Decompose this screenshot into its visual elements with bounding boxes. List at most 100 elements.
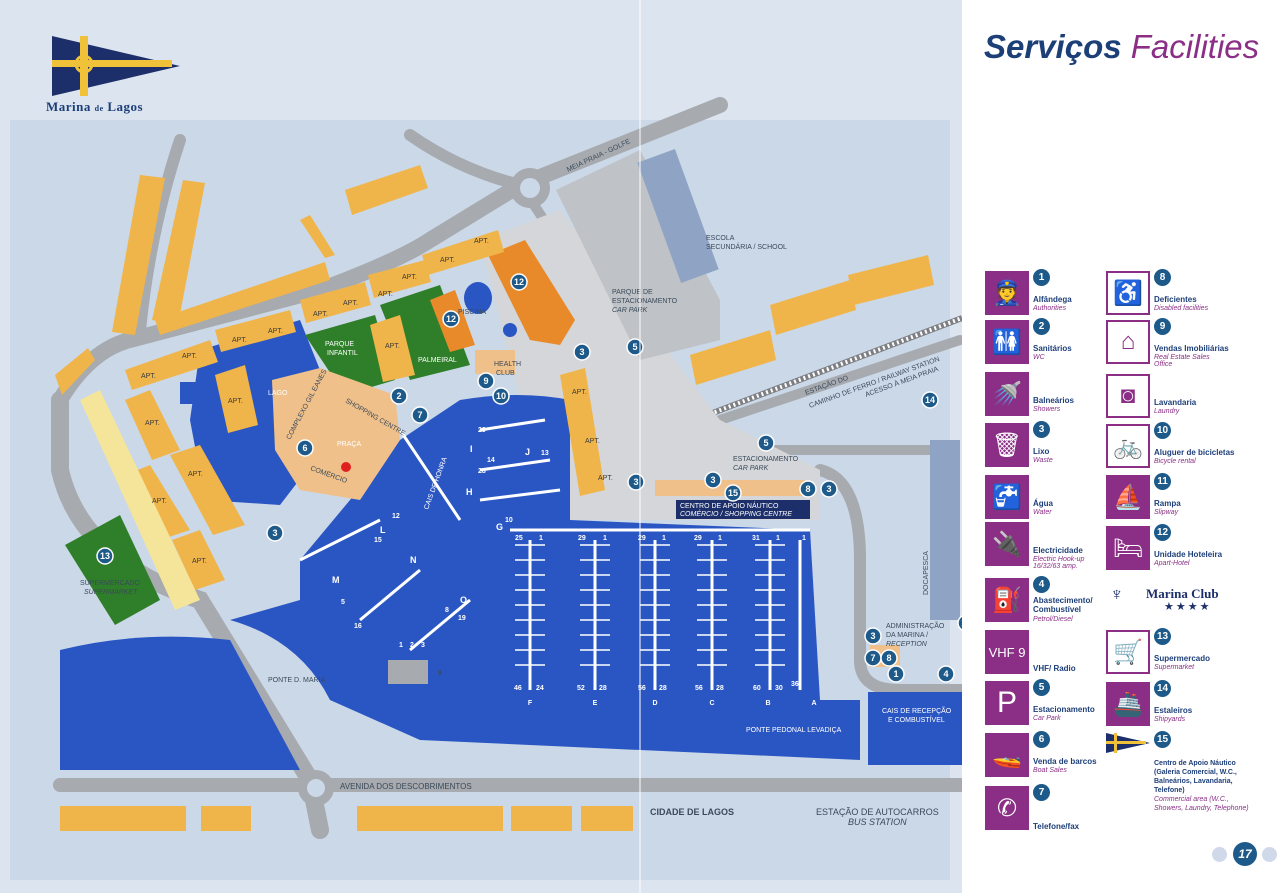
- svg-text:1: 1: [662, 535, 666, 542]
- svg-text:ESTACIONAMENTO: ESTACIONAMENTO: [733, 456, 799, 463]
- service-vhf: VHF 9 VHF/ Radio: [985, 630, 1135, 676]
- svg-text:12: 12: [514, 277, 524, 287]
- marina-club-icon: ♆: [1110, 584, 1124, 604]
- svg-text:1: 1: [603, 535, 607, 542]
- service-customs: 👮 1 Alfândega Authorities: [985, 269, 1135, 317]
- svg-text:29: 29: [478, 427, 486, 434]
- washing-machine-icon: ◙: [1106, 374, 1150, 418]
- svg-text:LAGO: LAGO: [268, 390, 288, 397]
- finger-pontoons: [515, 544, 785, 666]
- svg-text:APT.: APT.: [402, 274, 417, 281]
- marina-map: APT. APT. APT. APT. APT. APT. APT. APT. …: [10, 0, 962, 893]
- shower-icon: 🚿: [985, 372, 1029, 416]
- map-badge-6: 6: [296, 439, 314, 457]
- svg-text:PONTE PEDONAL LEVADIÇA: PONTE PEDONAL LEVADIÇA: [746, 727, 842, 734]
- services-title: Serviços Facilities: [984, 28, 1260, 65]
- map-badge-2: 2: [390, 387, 408, 405]
- pennant-flag-icon: [1106, 733, 1150, 753]
- shopping-cart-icon: 🛒: [1106, 630, 1150, 674]
- svg-text:CENTRO DE APOIO NÁUTICO: CENTRO DE APOIO NÁUTICO: [680, 501, 779, 510]
- svg-text:B: B: [765, 700, 770, 707]
- map-badge-3: 3: [573, 343, 591, 361]
- bicycle-icon: 🚲: [1106, 424, 1150, 468]
- service-toilets: 🚻 2 Sanitários WC: [985, 318, 1135, 366]
- svg-text:8: 8: [886, 653, 891, 663]
- svg-text:13: 13: [100, 551, 110, 561]
- svg-text:J: J: [525, 447, 530, 457]
- svg-text:46: 46: [514, 685, 522, 692]
- svg-text:36: 36: [791, 681, 799, 688]
- pontoon-labels: F E D C B A 25 1 29 1 29 1 29 1 31 1 1 4…: [332, 427, 817, 707]
- pennant-logo-icon: [52, 36, 180, 96]
- svg-text:15: 15: [728, 488, 738, 498]
- svg-text:31: 31: [752, 535, 760, 542]
- map-badge-8b: 8: [880, 649, 898, 667]
- svg-text:ESTACIONAMENTO: ESTACIONAMENTO: [612, 298, 678, 305]
- customs-officer-icon: 👮: [985, 271, 1029, 315]
- svg-text:COMÉRCIO / SHOPPING CENTRE: COMÉRCIO / SHOPPING CENTRE: [680, 509, 792, 518]
- service-hotel: 🛏 12 Unidade Hoteleira Apart-Hotel: [1106, 524, 1256, 572]
- svg-text:29: 29: [578, 535, 586, 542]
- svg-text:5: 5: [632, 342, 637, 352]
- hotel-bed-icon: 🛏: [1106, 526, 1150, 570]
- svg-text:4: 4: [943, 669, 948, 679]
- map-badge-12: 12: [510, 273, 528, 291]
- map-badge-4: 4: [937, 665, 955, 683]
- svg-text:28: 28: [659, 685, 667, 692]
- svg-text:DOCAPESCA: DOCAPESCA: [923, 551, 930, 595]
- map-badge-10: 10: [492, 387, 510, 405]
- svg-text:10: 10: [505, 517, 513, 524]
- real-estate-house-icon: ⌂: [1106, 320, 1150, 364]
- service-shipyards: 🚢 14 Estaleiros Shipyards: [1106, 680, 1256, 728]
- parking-icon: P: [985, 681, 1029, 725]
- svg-text:3: 3: [579, 347, 584, 357]
- svg-text:O: O: [460, 595, 467, 605]
- waste-bin-icon: 🗑: [985, 423, 1029, 467]
- svg-text:1: 1: [718, 535, 722, 542]
- svg-text:SUPERMERCADO: SUPERMERCADO: [80, 580, 140, 587]
- svg-text:28: 28: [716, 685, 724, 692]
- service-real-estate: ⌂ 9 Vendas Imobiliárias Real Estate Sale…: [1106, 318, 1256, 368]
- svg-text:APT.: APT.: [228, 398, 243, 405]
- svg-text:9: 9: [483, 376, 488, 386]
- toilets-icon: 🚻: [985, 320, 1029, 364]
- svg-text:14: 14: [925, 395, 935, 405]
- map-badge-3b: 3: [704, 471, 722, 489]
- svg-text:PARQUE: PARQUE: [325, 341, 354, 348]
- svg-text:E COMBUSTÍVEL: E COMBUSTÍVEL: [888, 715, 945, 724]
- svg-text:HEALTH: HEALTH: [494, 361, 521, 368]
- telephone-icon: ✆: [985, 786, 1029, 830]
- svg-text:3: 3: [870, 631, 875, 641]
- svg-text:52: 52: [577, 685, 585, 692]
- service-telephone: ✆ 7 Telefone/fax: [985, 784, 1135, 832]
- map-badge-3d: 3: [820, 480, 838, 498]
- svg-text:24: 24: [536, 685, 544, 692]
- svg-text:3: 3: [826, 484, 831, 494]
- wheelchair-icon: ♿: [1106, 271, 1150, 315]
- svg-text:ADMINISTRAÇÃO: ADMINISTRAÇÃO: [886, 621, 945, 630]
- fuel-pump-icon: ⛽: [985, 578, 1029, 622]
- svg-text:APT.: APT.: [188, 471, 203, 478]
- service-supermarket: 🛒 13 Supermercado Supermarket: [1106, 628, 1256, 676]
- svg-text:PISCINA: PISCINA: [458, 309, 486, 316]
- svg-text:13: 13: [541, 450, 549, 457]
- svg-text:SECUNDÁRIA / SCHOOL: SECUNDÁRIA / SCHOOL: [706, 242, 787, 251]
- map-badge-12b: 12: [442, 310, 460, 328]
- water: [60, 320, 962, 770]
- svg-text:3: 3: [272, 528, 277, 538]
- svg-text:12: 12: [392, 513, 400, 520]
- service-boat-sales: 🚤 6 Venda de barcos Boat Sales: [985, 731, 1135, 779]
- svg-text:APT.: APT.: [152, 498, 167, 505]
- svg-text:CAR PARK: CAR PARK: [612, 307, 648, 314]
- svg-text:3: 3: [710, 475, 715, 485]
- boat-sale-icon: 🚤: [985, 733, 1029, 777]
- svg-text:APT.: APT.: [343, 300, 358, 307]
- page-dot: [1262, 847, 1277, 862]
- svg-text:28: 28: [478, 468, 486, 475]
- svg-text:APT.: APT.: [145, 420, 160, 427]
- svg-text:APT.: APT.: [385, 343, 400, 350]
- svg-text:7: 7: [870, 653, 875, 663]
- svg-text:F: F: [528, 700, 533, 707]
- service-showers: 🚿 Balneários Showers: [985, 372, 1135, 418]
- svg-text:25: 25: [515, 535, 523, 542]
